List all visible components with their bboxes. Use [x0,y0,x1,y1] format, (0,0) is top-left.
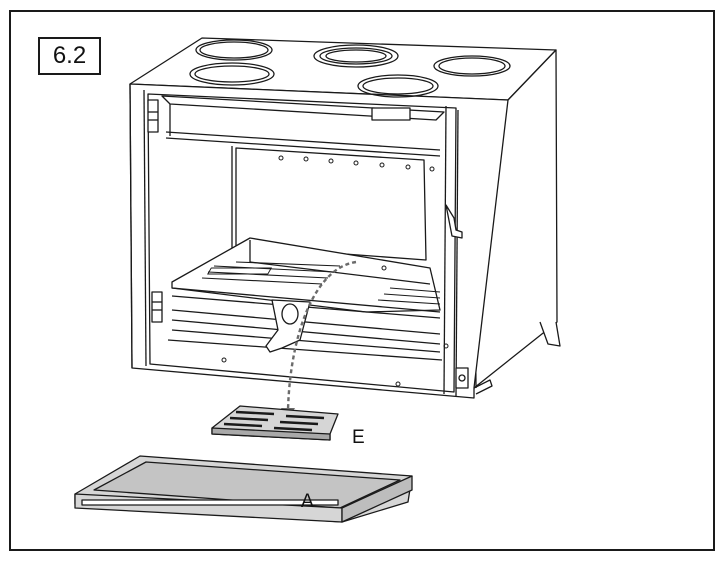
hotplate-ring [189,62,275,86]
hotplate-rings [189,39,511,98]
grate-bars [201,261,441,305]
hotplate-ring [195,39,273,61]
ash-pan-a [74,455,413,523]
figure-frame [9,10,715,551]
ash-pan-label: A [301,491,314,512]
step-number: 6.2 [52,42,87,69]
hotplate-ring [313,44,399,68]
hotplate-ring [433,55,511,77]
step-number-box: 6.2 [38,37,101,75]
stove-body [129,37,561,399]
grate-label: E [352,427,365,448]
rivet-holes [221,155,449,387]
hotplate-ring [357,74,439,98]
removal-arrow [286,260,357,411]
grate-e [211,405,339,441]
